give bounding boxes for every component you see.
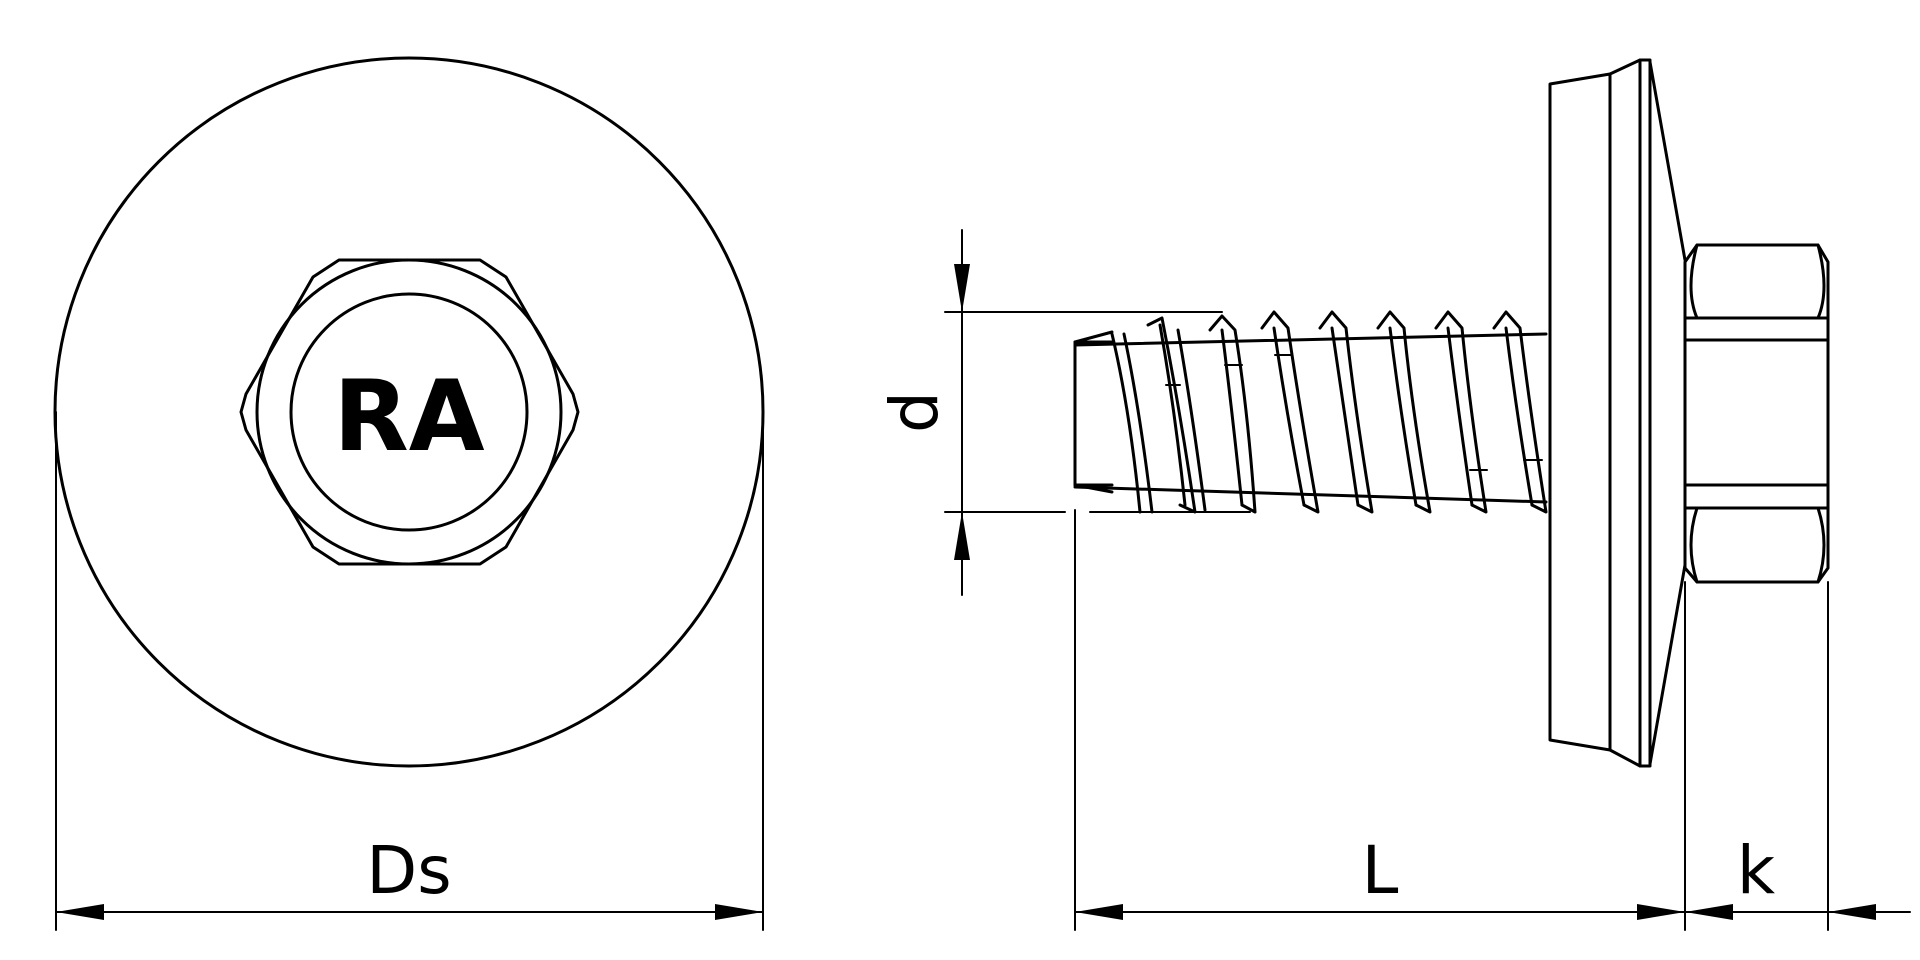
l-label: L <box>1362 832 1399 909</box>
flange-inner-circle <box>289 292 529 532</box>
ds-arrow-left <box>56 904 104 920</box>
l-arrow-left <box>1075 904 1123 920</box>
drill-point <box>1073 330 1114 494</box>
k-arrow-left <box>1685 904 1733 920</box>
ds-label: Ds <box>366 832 451 909</box>
washer-gasket <box>1548 72 1612 752</box>
thread-shank <box>1073 310 1548 514</box>
d-dimension: d <box>876 229 1251 596</box>
d-arrow-top <box>954 264 970 312</box>
thread-crests <box>1110 310 1548 514</box>
k-label: k <box>1737 832 1776 909</box>
d-arrow-bottom <box>954 512 970 560</box>
k-dimension: k <box>1684 581 1911 931</box>
k-arrow-right <box>1828 904 1876 920</box>
washer-metal <box>1608 58 1652 768</box>
front-view: RA Ds <box>53 56 765 931</box>
l-arrow-right <box>1637 904 1685 920</box>
flange-outer-circle <box>255 258 563 566</box>
d-label: d <box>876 391 953 433</box>
head-marking-text: RA <box>333 360 484 474</box>
washer-cone-bottom <box>1648 563 1687 766</box>
l-dimension: L <box>1074 509 1686 931</box>
ds-arrow-right <box>715 904 763 920</box>
hex-head-side <box>1683 243 1830 584</box>
washer-cone-top <box>1648 60 1687 262</box>
side-view: d L k <box>876 58 1911 931</box>
sealing-washer <box>1548 58 1687 768</box>
